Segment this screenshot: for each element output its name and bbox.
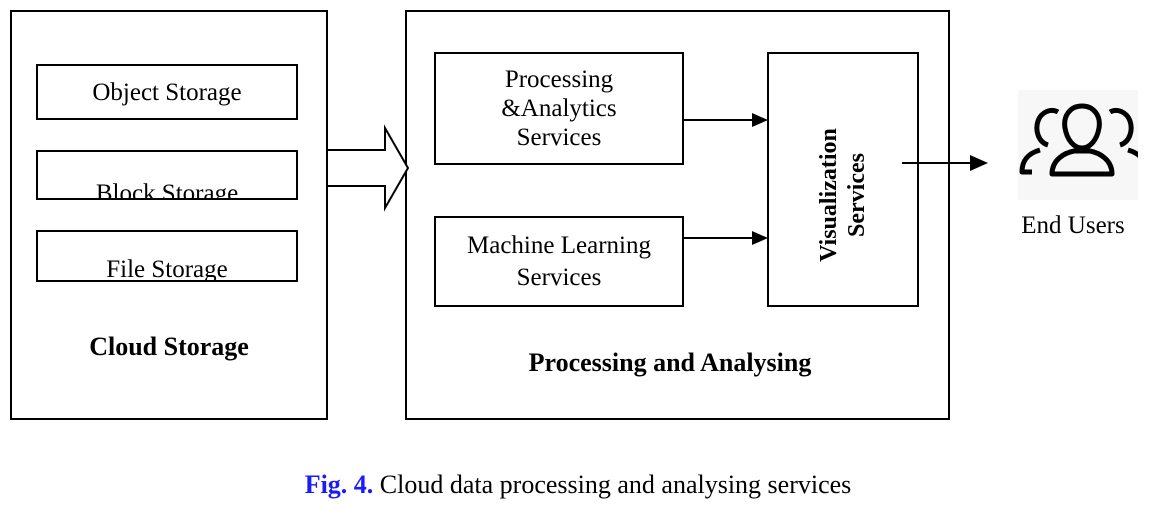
- figure-caption: Fig. 4. Cloud data processing and analys…: [0, 470, 1156, 500]
- end-users-label: End Users: [1021, 212, 1125, 239]
- ml-line-1: Machine Learning: [467, 231, 651, 259]
- visualization-services-box: [767, 52, 919, 307]
- block-storage-box: Block Storage: [36, 150, 298, 200]
- end-users-icon-panel: [1018, 90, 1149, 200]
- file-storage-label: File Storage: [106, 256, 228, 282]
- ml-services-box: Machine Learning Services: [434, 216, 684, 307]
- figure-number: Fig. 4.: [304, 470, 374, 499]
- storage-to-processing-arrow: [328, 124, 410, 212]
- ml-line-2: Services: [516, 263, 602, 291]
- processing-title: Processing and Analysing: [528, 348, 812, 377]
- analytics-services-box: Processing &Analytics Services: [434, 52, 684, 165]
- analytics-line-3: Services: [516, 124, 602, 151]
- file-storage-box: File Storage: [36, 230, 298, 282]
- analytics-line-2: &Analytics: [501, 95, 617, 122]
- block-storage-label: Block Storage: [95, 180, 239, 200]
- users-group-icon: [1019, 103, 1149, 177]
- cloud-storage-title: Cloud Storage: [89, 332, 249, 361]
- caption-text: Cloud data processing and analysing serv…: [373, 470, 852, 499]
- analytics-line-1: Processing: [504, 66, 614, 93]
- object-storage-label: Object Storage: [92, 78, 242, 106]
- object-storage-box: Object Storage: [36, 64, 298, 120]
